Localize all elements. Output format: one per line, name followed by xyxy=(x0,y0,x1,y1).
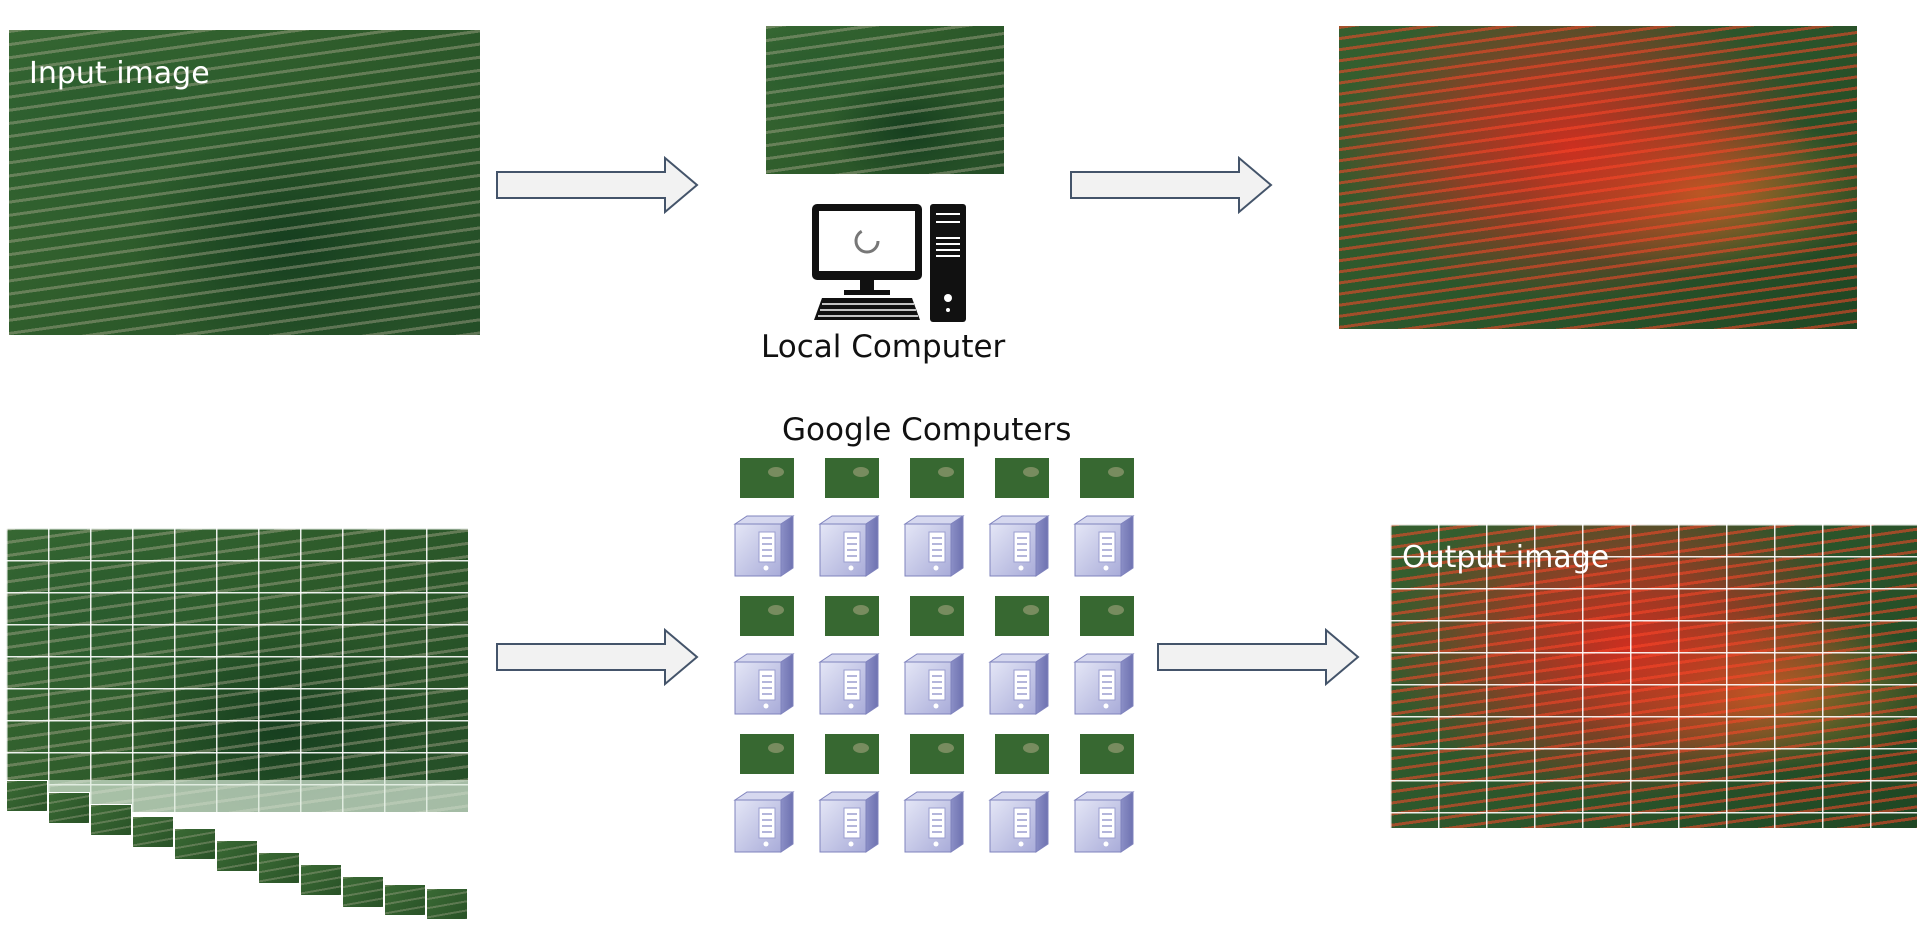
arrow-tiles-to-cluster xyxy=(496,628,699,686)
scattered-tile xyxy=(426,888,468,920)
arrow-input-to-local xyxy=(496,156,699,214)
output-image: Output image xyxy=(1390,524,1917,828)
scattered-tile xyxy=(216,840,258,872)
scattered-tile xyxy=(258,852,300,884)
result-image-top xyxy=(1339,26,1857,329)
local-computer-label: Local Computer xyxy=(761,329,1006,365)
tile-grid xyxy=(6,528,468,812)
tiled-input-image xyxy=(6,528,468,812)
scattered-tile xyxy=(90,804,132,836)
desktop-computer-icon xyxy=(812,204,966,322)
local-image-thumbnail xyxy=(766,26,1004,174)
scattered-tile xyxy=(300,864,342,896)
input-image: Input image xyxy=(9,30,480,335)
server-cluster xyxy=(734,458,1134,853)
google-computers-label: Google Computers xyxy=(782,412,1072,448)
scattered-tile xyxy=(384,884,426,916)
arrow-cluster-to-output xyxy=(1157,628,1360,686)
scattered-tile xyxy=(174,828,216,860)
arrow-local-to-result xyxy=(1070,156,1273,214)
scattered-tile xyxy=(132,816,174,848)
output-image-label: Output image xyxy=(1402,540,1610,575)
output-tile-grid xyxy=(1390,524,1917,828)
scattered-tile xyxy=(6,780,48,812)
scattered-tile xyxy=(48,792,90,824)
scattered-tile xyxy=(342,876,384,908)
input-image-label: Input image xyxy=(29,56,210,91)
